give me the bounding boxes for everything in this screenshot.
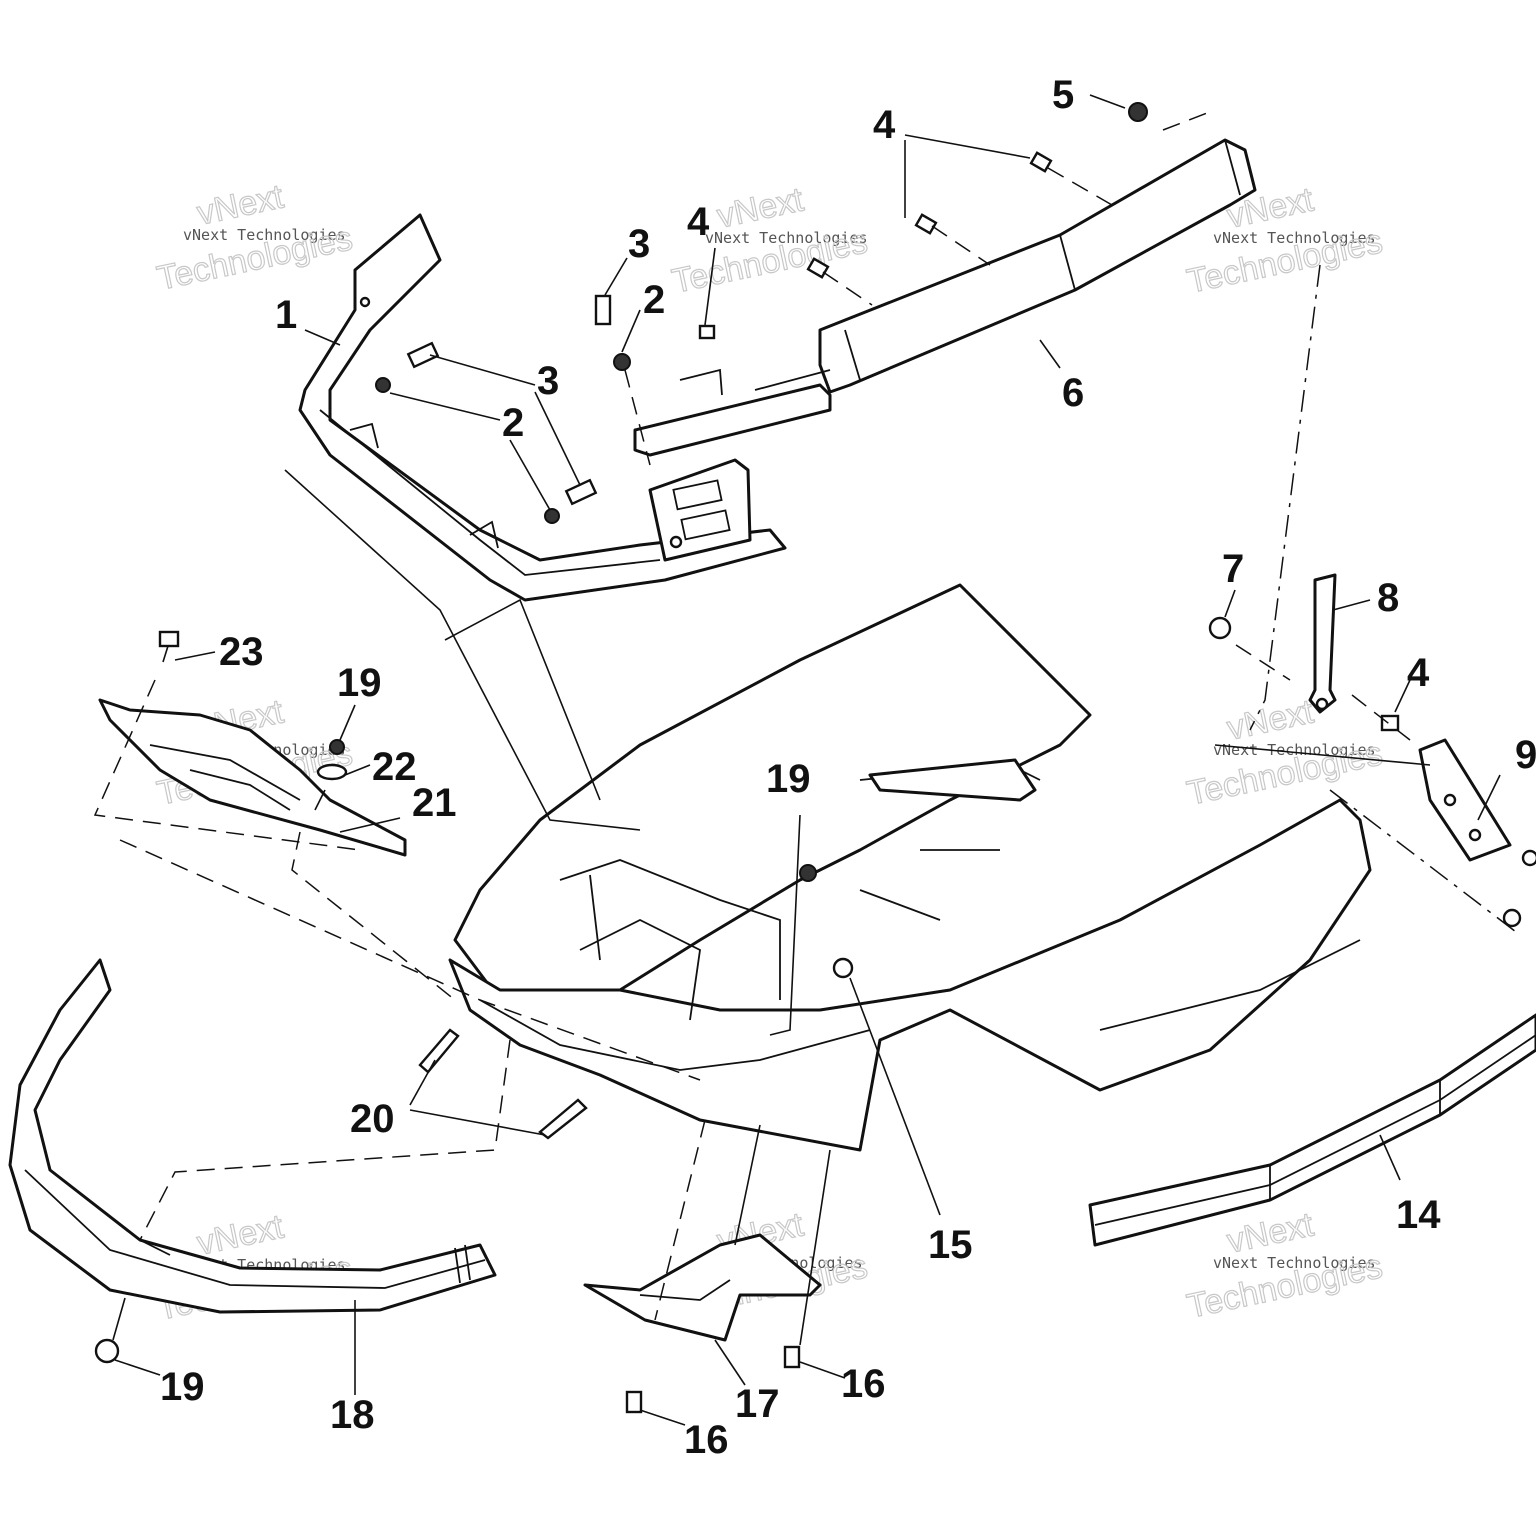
- svg-text:vNext: vNext: [1224, 692, 1317, 747]
- callout-labels: 1 2 2 3 3 4 4 4 5 6 7 8 9 14 15 16 16 17…: [160, 73, 1536, 1462]
- callout-4b: 4: [687, 200, 710, 244]
- svg-text:vNext Technologies: vNext Technologies: [1213, 229, 1376, 247]
- watermark-bottom-right: vNext vNext Technologies Technologies: [1183, 1205, 1386, 1327]
- svg-text:vNext: vNext: [194, 1207, 287, 1262]
- callout-21: 21: [412, 781, 457, 825]
- callout-8: 8: [1377, 576, 1399, 620]
- svg-text:vNext Technologies: vNext Technologies: [705, 229, 868, 247]
- svg-text:vNext: vNext: [194, 177, 287, 232]
- callout-23: 23: [219, 630, 264, 674]
- callout-2a: 2: [643, 278, 665, 322]
- callout-6: 6: [1062, 371, 1084, 415]
- watermark-mid-right: vNext vNext Technologies Technologies: [1183, 692, 1386, 814]
- callout-1: 1: [275, 293, 297, 337]
- part-14-right-bumper: [1088, 1013, 1536, 1247]
- leader-lines: [112, 94, 1501, 1426]
- callout-22: 22: [372, 745, 417, 789]
- callout-14: 14: [1396, 1193, 1441, 1237]
- svg-text:vNext Technologies: vNext Technologies: [183, 226, 346, 244]
- main-hood-assembly: [448, 583, 1372, 1152]
- svg-text:vNext Technologies: vNext Technologies: [1213, 741, 1376, 759]
- callout-19c: 19: [160, 1365, 205, 1409]
- callout-9: 9: [1515, 733, 1536, 777]
- callout-20: 20: [350, 1097, 395, 1141]
- callout-5: 5: [1052, 73, 1074, 117]
- callout-4c: 4: [1407, 651, 1430, 695]
- callout-16b: 16: [684, 1418, 729, 1462]
- part-1-left-bracket: [298, 213, 787, 602]
- svg-text:vNext: vNext: [714, 180, 807, 235]
- callout-19a: 19: [337, 661, 382, 705]
- callout-3b: 3: [537, 359, 559, 403]
- callout-15: 15: [928, 1223, 973, 1267]
- callout-3a: 3: [628, 222, 650, 266]
- callout-18: 18: [330, 1393, 375, 1437]
- part-6-top-rail: [633, 138, 1257, 457]
- assembly-lines: [93, 109, 1521, 1346]
- callout-7: 7: [1222, 547, 1244, 591]
- callout-4a: 4: [873, 103, 896, 147]
- watermark-top-left: vNext vNext Technologies Technologies: [153, 177, 356, 299]
- svg-text:vNext Technologies: vNext Technologies: [1213, 1254, 1376, 1272]
- part-21-side-panel: [98, 698, 407, 857]
- svg-text:vNext: vNext: [1224, 1205, 1317, 1260]
- callout-19b: 19: [766, 757, 811, 801]
- callout-2b: 2: [502, 401, 524, 445]
- part-17-skid-plate: [583, 1233, 822, 1342]
- callout-17: 17: [735, 1382, 780, 1426]
- callout-16a: 16: [841, 1362, 886, 1406]
- part-18-front-bumper: [8, 958, 497, 1314]
- part-9-right-bracket: [1418, 738, 1512, 862]
- hardware: [94, 102, 1536, 1414]
- part-8-strap: [1308, 573, 1337, 714]
